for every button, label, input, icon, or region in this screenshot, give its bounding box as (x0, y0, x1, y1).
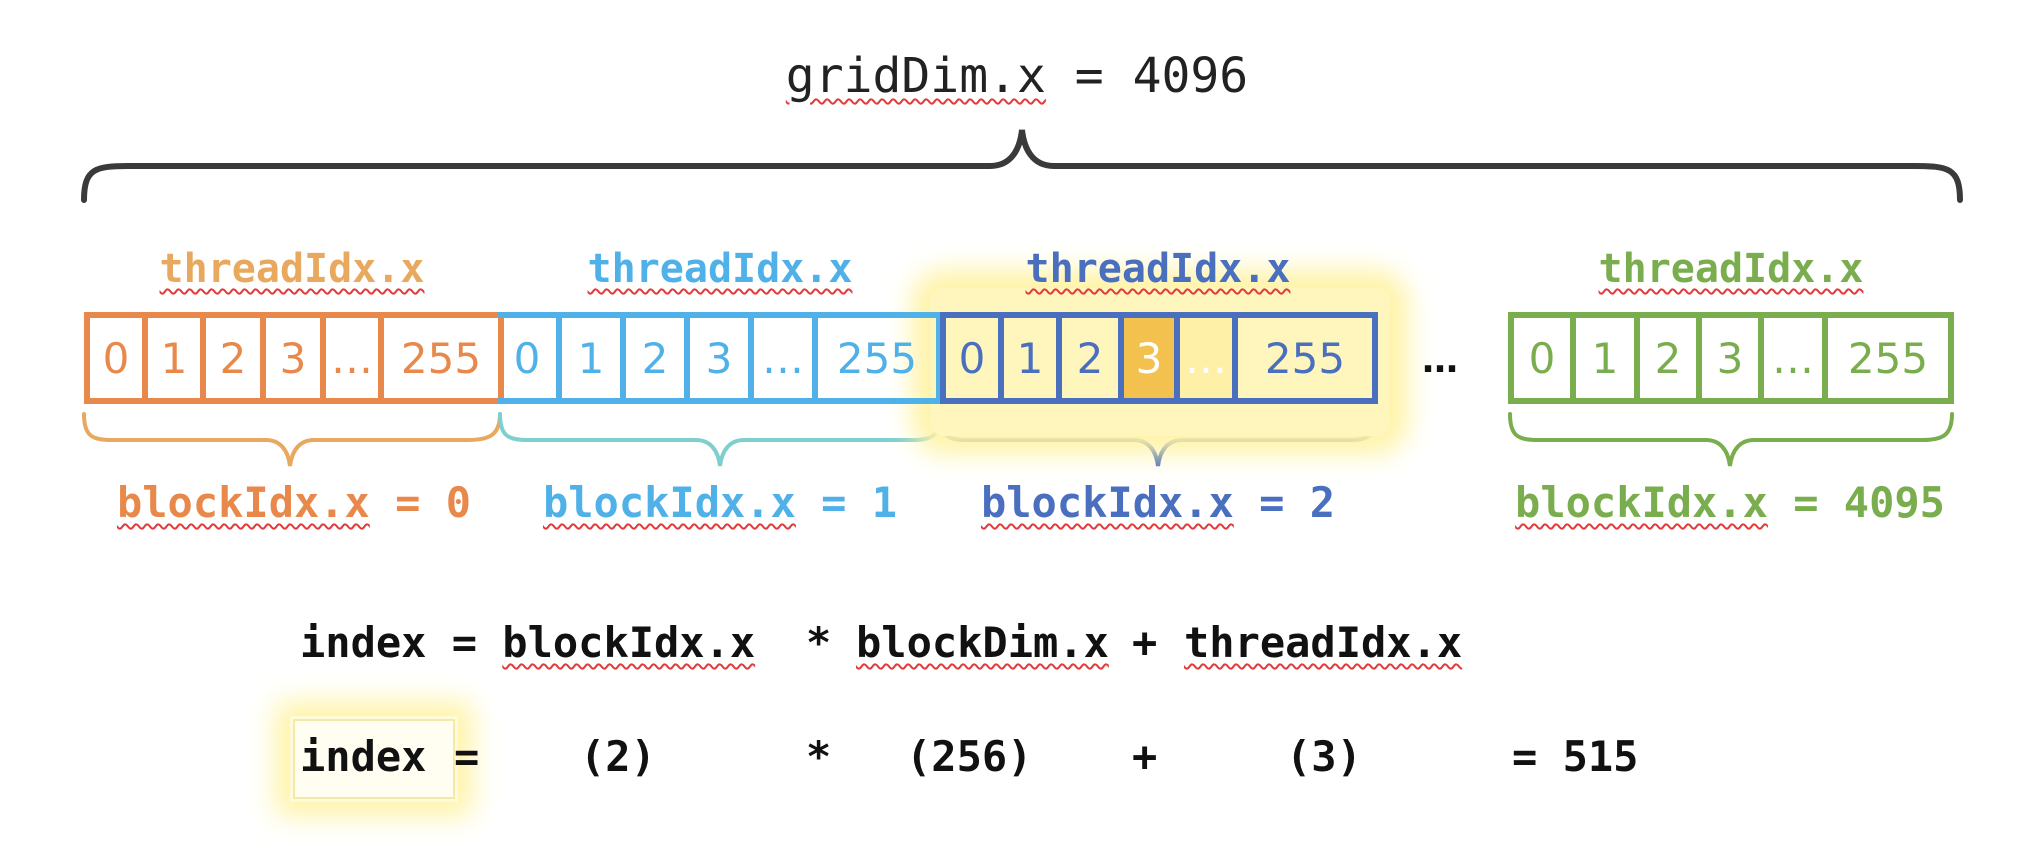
thread-cell: … (1180, 318, 1238, 398)
formula-eq: = (426, 618, 503, 667)
thread-cell: 0 (498, 318, 562, 398)
block1-brace (498, 412, 942, 467)
thread-label-block2: threadIdx.x (1025, 246, 1291, 292)
thread-cell: 0 (1514, 318, 1576, 398)
selected-thread-cell: 3 (1124, 318, 1180, 398)
thread-block-1: 0 1 2 3 … 255 (498, 312, 942, 404)
thread-cell: 2 (206, 318, 266, 398)
thread-cell: … (1764, 318, 1828, 398)
grid-dim-value: = 4096 (1045, 48, 1249, 104)
thread-cell: 2 (626, 318, 690, 398)
block-label-name: blockIdx.x (980, 478, 1234, 527)
grid-dim-name: gridDim.x (785, 48, 1046, 104)
thread-cell: 1 (1004, 318, 1062, 398)
thread-cell: 3 (266, 318, 326, 398)
block3-brace (1508, 412, 1954, 467)
formula-op-multiply: * (806, 618, 832, 667)
block-label-3: blockIdx.x = 4095 (1500, 478, 1960, 527)
thread-cell: 0 (946, 318, 1004, 398)
thread-cell: 3 (1702, 318, 1764, 398)
thread-block-2: 0 1 2 3 … 255 (940, 312, 1378, 404)
eval-lhs: index (300, 732, 427, 781)
block-label-value: = 2 (1233, 478, 1336, 527)
index-highlight-box (290, 716, 458, 802)
index-formula: index = blockIdx.x (300, 618, 755, 667)
thread-cell: 1 (562, 318, 626, 398)
thread-cell: 1 (1576, 318, 1640, 398)
block0-brace (82, 412, 502, 467)
block-label-name: blockIdx.x (116, 478, 370, 527)
eval-blockdim-value: (256) (906, 732, 1033, 781)
block-label-value: = 1 (795, 478, 898, 527)
thread-label-block0: threadIdx.x (159, 246, 425, 292)
block-label-value: = 4095 (1767, 478, 1945, 527)
grid-dim-title: gridDim.x = 4096 (0, 48, 2034, 104)
thread-cell: 3 (690, 318, 754, 398)
thread-cell: 255 (1847, 333, 1929, 383)
formula-lhs: index (300, 618, 427, 667)
thread-cell: 2 (1062, 318, 1124, 398)
block-label-name: blockIdx.x (1515, 478, 1768, 527)
thread-cell: … (326, 318, 384, 398)
block-label-value: = 0 (369, 478, 472, 527)
formula-threadidx: threadIdx.x (1184, 618, 1463, 667)
thread-cell: … (754, 318, 818, 398)
block-label-name: blockIdx.x (542, 478, 796, 527)
eval-op-multiply: * (806, 732, 832, 781)
thread-block-3: 0 1 2 3 … 255 (1508, 312, 1954, 404)
thread-cell: 1 (148, 318, 206, 398)
thread-label-block1: threadIdx.x (587, 246, 853, 292)
eval-blockidx-value: (2) (580, 732, 656, 781)
formula-op-plus: + (1132, 618, 1158, 667)
block-label-2: blockIdx.x = 2 (940, 478, 1376, 527)
thread-cell: 255 (1264, 333, 1346, 383)
eval-op-plus: + (1132, 732, 1158, 781)
formula-blockdim: blockDim.x (856, 618, 1109, 667)
thread-cell: 2 (1640, 318, 1702, 398)
eval-threadidx-value: (3) (1286, 732, 1362, 781)
grid-brace (81, 129, 1963, 203)
thread-cell: 255 (836, 333, 918, 383)
gap-ellipsis: … (1422, 340, 1458, 381)
thread-label-block3: threadIdx.x (1598, 246, 1864, 292)
block-label-0: blockIdx.x = 0 (84, 478, 504, 527)
thread-cell: 255 (400, 333, 482, 383)
eval-eq: = (454, 732, 480, 781)
thread-block-0: 0 1 2 3 … 255 (84, 312, 504, 404)
block2-brace (938, 412, 1378, 467)
block-label-1: blockIdx.x = 1 (500, 478, 940, 527)
formula-blockidx: blockIdx.x (502, 618, 756, 667)
eval-result: = 515 (1512, 732, 1639, 781)
thread-cell: 0 (90, 318, 148, 398)
